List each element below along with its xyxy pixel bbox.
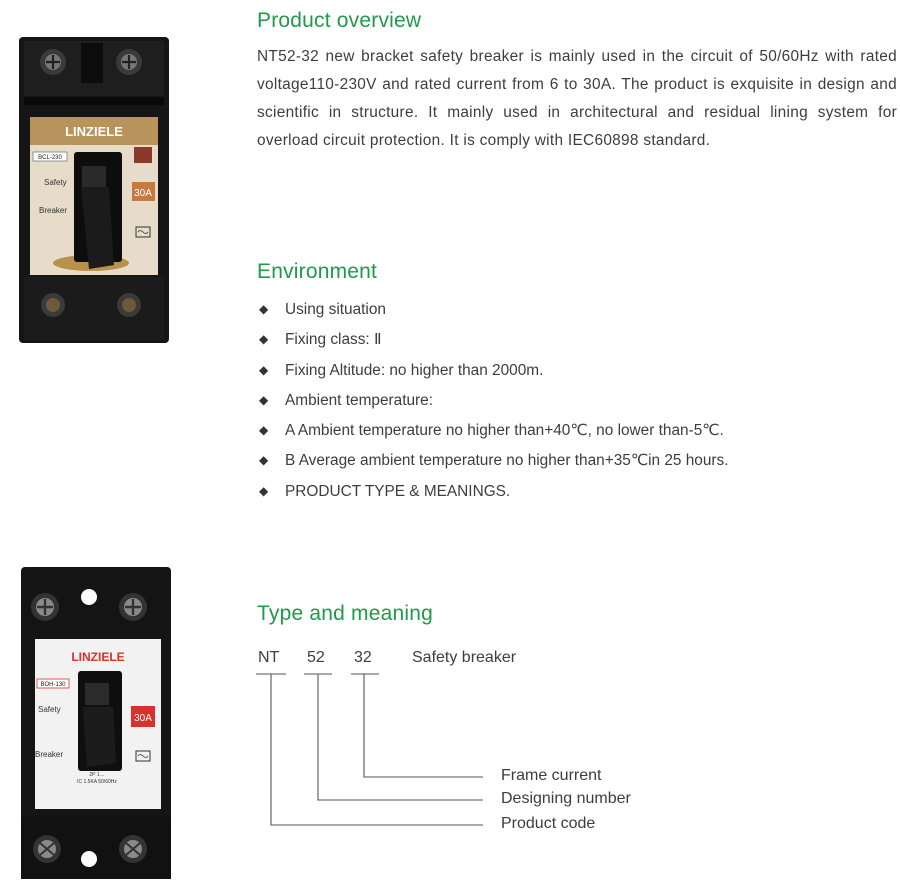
list-item: ◆ PRODUCT TYPE & MEANINGS.	[259, 476, 729, 506]
diamond-bullet-icon: ◆	[259, 362, 269, 377]
ac-symbol-icon	[135, 750, 151, 762]
meaning-frame-current: Frame current	[501, 767, 602, 784]
list-item: ◆ Ambient temperature:	[259, 385, 729, 415]
code-part-32: 32	[354, 649, 372, 666]
product2-spec-line2: IC 1.5KA 50/60Hz	[77, 779, 117, 785]
ac-symbol-icon	[135, 226, 151, 238]
product-name-label: Safety breaker	[412, 649, 517, 666]
list-item-text: Using situation	[285, 301, 386, 318]
list-item-text: A Ambient temperature no higher than+40℃…	[285, 422, 724, 440]
product1-breaker-label: Breaker	[39, 206, 67, 215]
mount-hole-icon	[81, 589, 97, 605]
meaning-product-code: Product code	[501, 815, 596, 832]
meaning-designing-number: Designing number	[501, 790, 631, 807]
list-item-text: B Average ambient temperature no higher …	[285, 452, 729, 470]
diamond-bullet-icon: ◆	[259, 392, 269, 407]
connector-frame-current	[363, 674, 483, 778]
code-part-nt: NT	[258, 649, 280, 666]
type-and-meaning-heading: Type and meaning	[257, 602, 433, 625]
product1-rating: 30A	[134, 188, 152, 199]
list-item: ◆ Fixing Altitude: no higher than 2000m.	[259, 355, 729, 385]
list-item-text: Ambient temperature:	[285, 391, 433, 409]
list-item: ◆ B Average ambient temperature no higher…	[259, 445, 729, 475]
list-item-text: Fixing class: Ⅱ	[285, 331, 382, 349]
list-item: ◆ Using situation	[259, 294, 729, 324]
product2-spec-line1: 2P 1…	[89, 772, 104, 778]
diamond-bullet-icon: ◆	[259, 483, 269, 498]
list-item: ◆ Fixing class: Ⅱ	[259, 324, 729, 354]
connector-designing-number	[317, 674, 483, 801]
product1-model: BCL-230	[38, 155, 62, 161]
product-overview-heading: Product overview	[257, 9, 422, 32]
code-part-52: 52	[307, 649, 325, 666]
diamond-bullet-icon: ◆	[259, 423, 269, 438]
diamond-bullet-icon: ◆	[259, 332, 269, 347]
connector-product-code	[270, 674, 483, 826]
diamond-bullet-icon: ◆	[259, 453, 269, 468]
list-item-text: PRODUCT TYPE & MEANINGS.	[285, 482, 511, 500]
product2-breaker-label: Breaker	[35, 750, 63, 759]
mount-hole-icon	[81, 851, 97, 867]
product2-brand: LINZIELE	[71, 650, 124, 664]
breaker-photo-tan: LINZIELE BCL-230 Safety Breaker 30A	[19, 37, 169, 343]
diamond-bullet-icon: ◆	[259, 302, 269, 316]
product-overview-text: NT52-32 new bracket safety breaker is ma…	[257, 48, 897, 149]
list-item-text: Fixing Altitude: no higher than 2000m.	[285, 361, 544, 379]
product2-model: BOH-130	[40, 682, 66, 688]
list-item: ◆ A Ambient temperature no higher than+40…	[259, 415, 729, 445]
product2-safety-label: Safety	[38, 705, 61, 714]
product1-safety-label: Safety	[44, 178, 67, 187]
product1-brand: LINZIELE	[65, 124, 123, 139]
environment-heading: Environment	[257, 260, 378, 283]
environment-list: ◆ Using situation ◆ Fixing class: Ⅱ ◆ Fixin…	[259, 294, 729, 506]
breaker-photo-white: LINZIELE BOH-130 Safety Breaker 30A 2P 1…	[21, 567, 171, 879]
product2-rating: 30A	[134, 713, 152, 724]
